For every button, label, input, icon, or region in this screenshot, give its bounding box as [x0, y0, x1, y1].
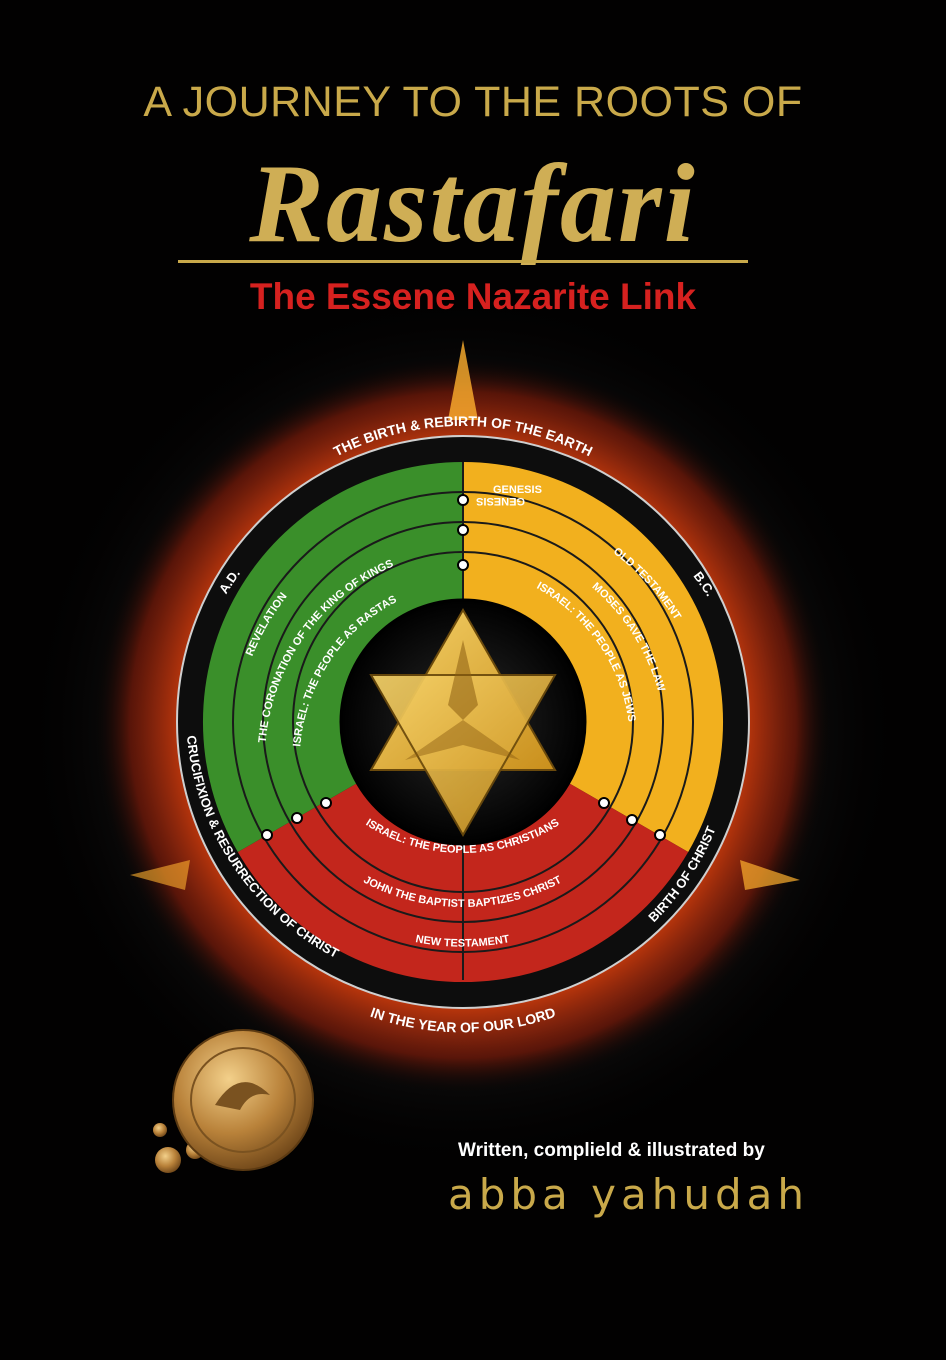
wheel-nodes	[261, 494, 666, 841]
title-divider	[178, 260, 748, 263]
wheel-sectors	[202, 462, 724, 983]
genesis-mirrored-label: GENESIS	[476, 495, 525, 507]
author-name: abba yahudah	[448, 1170, 809, 1219]
wheel-rings	[232, 462, 694, 980]
genesis-label: GENESIS	[493, 484, 542, 496]
cover-title: Rastafari	[249, 142, 697, 266]
svg-text:NEW TESTAMENT: NEW TESTAMENT	[415, 933, 511, 950]
red-ring-1-label: NEW TESTAMENT	[415, 933, 511, 950]
credit-line: Written, complield & illustrated by	[458, 1140, 765, 1161]
merkaba-star	[339, 598, 587, 846]
gold-seal	[153, 1029, 314, 1173]
cover-supertitle: A JOURNEY TO THE ROOTS OF	[143, 78, 803, 126]
cover-subtitle: The Essene Nazarite Link	[249, 276, 697, 317]
